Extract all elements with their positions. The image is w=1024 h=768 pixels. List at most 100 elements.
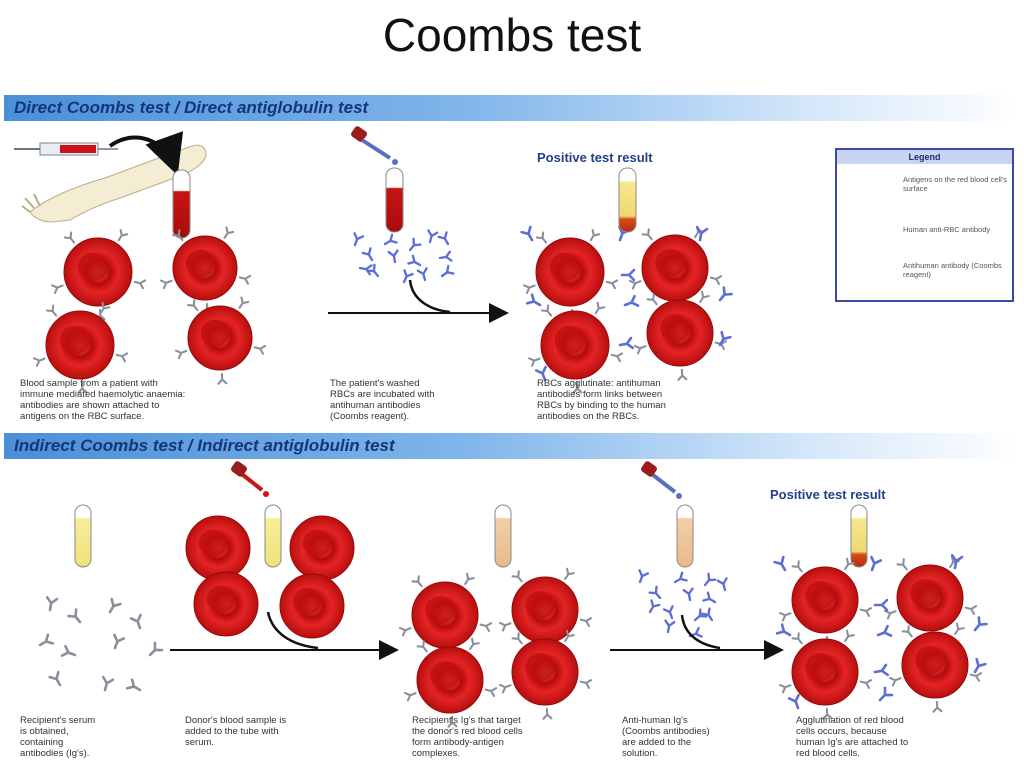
antibody-grey-icon: [641, 228, 653, 241]
legend-box: Legend Antigens on the red blood cell's …: [835, 148, 1014, 302]
antibody-grey-icon: [133, 279, 147, 290]
antibody-grey-icon: [187, 299, 199, 312]
red-blood-cell: [159, 226, 252, 315]
coombs-antibody-icon: [873, 663, 889, 677]
coombs-antibody-icon: [402, 269, 414, 284]
antibody-grey-icon: [174, 349, 188, 360]
antibody-grey-icon: [884, 609, 897, 620]
antibody-grey-icon: [677, 368, 688, 381]
coombs-antibody-icon: [876, 624, 893, 637]
coombs-antibody-icon: [623, 294, 640, 307]
antibody-grey-icon: [528, 357, 541, 367]
antibody-grey-icon: [542, 707, 553, 720]
antibody-grey-icon: [238, 274, 252, 285]
direct-positive-label: Positive test result: [537, 150, 653, 165]
direct-banner: Direct Coombs test / Direct antiglobulin…: [4, 95, 1020, 121]
antibody-grey-icon: [564, 567, 575, 581]
antibody-grey-icon: [579, 617, 593, 627]
antibody-grey-icon: [629, 279, 642, 290]
coombs-antibody-icon: [361, 247, 374, 262]
coombs-antibody-icon: [638, 569, 650, 584]
antibody-grey-icon: [779, 611, 792, 622]
red-blood-cell-agglutinated: [884, 555, 978, 646]
red-blood-cell-agglutinated: [523, 228, 619, 321]
serum-tube-icon: [74, 504, 92, 568]
coombs-antibody-icon: [353, 232, 365, 247]
coombs-antibody-icon: [973, 616, 988, 632]
antibody-grey-icon: [523, 284, 536, 294]
antibody-grey-icon: [540, 304, 553, 317]
coombs-antibody-icon: [408, 237, 422, 252]
coombs-antibody-icon: [438, 250, 453, 262]
coombs-antibody-icon: [383, 233, 398, 246]
antibody-grey-icon: [889, 676, 902, 687]
legend-item-human-antibody: Human anti-RBC antibody: [903, 225, 991, 234]
antibody-grey-icon: [148, 641, 164, 657]
antibody-grey-icon: [404, 691, 417, 702]
red-blood-cell-agglutinated: [634, 290, 728, 381]
antibody-grey-icon: [217, 372, 228, 385]
antibody-grey-icon: [896, 558, 908, 571]
antibody-grey-icon: [115, 352, 129, 363]
positive-tube-icon: [618, 167, 637, 233]
coombs-antibody-icon: [620, 268, 636, 282]
antibody-grey-icon: [511, 632, 523, 645]
antibody-grey-icon: [38, 633, 55, 647]
red-blood-cell-complex: [404, 637, 498, 728]
antibody-grey-icon: [60, 644, 77, 657]
antibody-grey-icon: [108, 597, 122, 614]
coombs-antibody-icon: [648, 599, 661, 614]
coombs-antibody-icon: [718, 286, 733, 302]
red-blood-cell-complex: [499, 567, 593, 658]
antibody-grey-icon: [964, 605, 978, 615]
coombs-antibody-icon: [775, 623, 792, 637]
dropper-icon: [351, 126, 398, 165]
coombs-antibody-icon: [716, 577, 728, 592]
antibody-grey-icon: [464, 572, 475, 586]
antibody-grey-icon: [699, 290, 710, 304]
red-blood-cell-complex: [399, 572, 493, 663]
coombs-antibody-icon: [440, 264, 455, 278]
antibody-grey-icon: [253, 344, 267, 355]
antibody-grey-icon: [594, 301, 606, 315]
positive-tube-icon-indirect: [850, 504, 868, 568]
red-blood-cell: [174, 296, 267, 385]
antibody-grey-icon: [129, 613, 142, 630]
legend-item-antigens: Antigens on the red blood cell's surface: [903, 175, 1008, 193]
antibody-grey-icon: [564, 629, 575, 643]
donor-red-blood-cell: [185, 515, 251, 581]
coombs-antibody-icon: [702, 591, 717, 604]
antibody-grey-icon: [45, 596, 59, 612]
coombs-antibody-icon: [427, 229, 439, 244]
direct-banner-text: Direct Coombs test / Direct antiglobulin…: [14, 98, 369, 117]
coombs-antibody-icon: [358, 264, 373, 276]
antibody-grey-icon: [469, 637, 480, 651]
dropper-icon-donor: [231, 461, 269, 497]
coombs-antibody-icon: [534, 365, 547, 382]
antibody-grey-icon: [113, 633, 126, 650]
coombs-antibody-icon: [664, 619, 676, 634]
antibody-grey-icon: [791, 632, 803, 645]
antibody-grey-icon: [117, 228, 129, 242]
dropper-icon-coombs: [641, 461, 682, 499]
antibody-grey-icon: [447, 715, 458, 728]
slide-title: Coombs test: [382, 9, 642, 61]
antibody-grey-icon: [101, 675, 115, 692]
antibody-grey-icon: [859, 679, 873, 689]
antibody-grey-icon: [610, 352, 624, 363]
antibody-grey-icon: [484, 687, 498, 697]
antibody-grey-icon: [844, 629, 855, 643]
coombs-antibody-icon: [787, 693, 800, 710]
donor-red-blood-cell: [193, 571, 259, 637]
coombs-antibody-icon: [387, 249, 399, 264]
coombs-antibody-icon: [695, 226, 709, 242]
coombs-antibody-icon: [682, 587, 694, 602]
blood-tube-icon: [172, 169, 191, 239]
indirect-positive-label: Positive test result: [770, 487, 886, 502]
